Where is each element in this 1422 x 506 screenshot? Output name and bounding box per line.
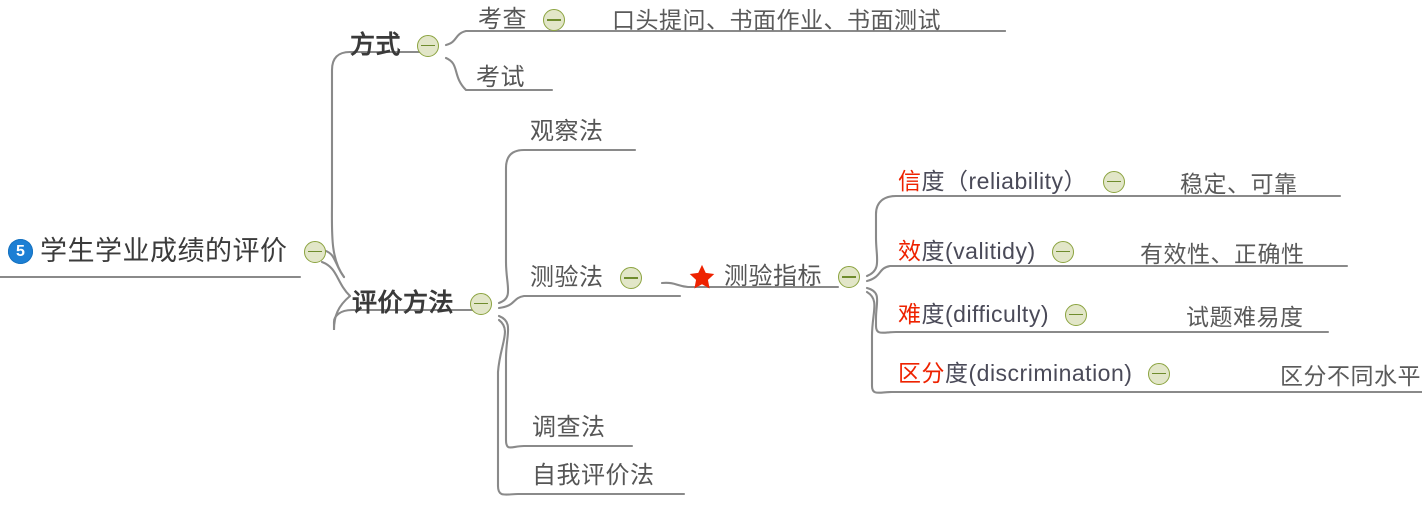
- node-ziwo-pingjiafa[interactable]: 自我评价法: [532, 464, 655, 488]
- node-xiaodu-highlight: 效: [898, 238, 922, 264]
- qufendu-collapse-toggle[interactable]: [1148, 362, 1171, 385]
- wire-pingjia-ceyanfa: [497, 294, 682, 310]
- node-xindu-label: 信度（reliability）: [898, 170, 1087, 193]
- node-qufendu-rest: 度(discrimination): [945, 360, 1133, 386]
- node-xindu-rest: 度（reliability）: [921, 168, 1087, 194]
- node-kaocha-detail-label: 口头提问、书面作业、书面测试: [612, 7, 941, 33]
- node-xiaodu-detail-label: 有效性、正确性: [1140, 241, 1305, 267]
- node-ziwo-pingjiafa-label: 自我评价法: [532, 462, 655, 489]
- node-qufendu[interactable]: 区分度(discrimination): [898, 362, 1171, 385]
- node-xiaodu[interactable]: 效度(valitidy): [898, 240, 1074, 263]
- node-qufendu-detail[interactable]: 区分不同水平: [1280, 365, 1421, 388]
- root-collapse-toggle[interactable]: [303, 240, 326, 263]
- ceyan-zhibiao-collapse-toggle[interactable]: [838, 266, 860, 288]
- node-nandu-detail[interactable]: 试题难易度: [1186, 306, 1304, 329]
- wire-zhibiao-xiaodu: [865, 264, 1349, 283]
- node-xiaodu-label: 效度(valitidy): [898, 240, 1036, 263]
- node-nandu[interactable]: 难度(difficulty): [898, 303, 1087, 326]
- node-ceyanfa[interactable]: 测验法: [530, 266, 642, 290]
- fangshi-collapse-toggle[interactable]: [417, 34, 440, 57]
- node-qufendu-label: 区分度(discrimination): [898, 362, 1132, 385]
- red-star-icon: [689, 264, 715, 289]
- branch-fangshi[interactable]: 方式: [350, 31, 440, 59]
- wire-to-fangshi: [330, 50, 428, 279]
- node-xindu-detail[interactable]: 稳定、可靠: [1180, 173, 1298, 196]
- node-ceyan-zhibiao-label: 测验指标: [724, 263, 822, 290]
- node-nandu-rest: 度(difficulty): [921, 301, 1049, 327]
- wire-fangshi-kaocha: [444, 29, 1007, 47]
- node-xindu[interactable]: 信度（reliability）: [898, 170, 1125, 193]
- root-node[interactable]: 5 学生学业成绩的评价: [8, 238, 326, 265]
- xindu-collapse-toggle[interactable]: [1102, 170, 1125, 193]
- kaocha-collapse-toggle[interactable]: [543, 9, 565, 31]
- node-ceyanfa-label: 测验法: [530, 264, 604, 291]
- node-kaocha-detail[interactable]: 口头提问、书面作业、书面测试: [612, 9, 941, 32]
- circled-number-icon: 5: [8, 239, 33, 264]
- node-guanchafa-label: 观察法: [530, 118, 604, 145]
- node-nandu-highlight: 难: [898, 301, 922, 327]
- node-kaocha[interactable]: 考查: [478, 8, 565, 32]
- node-xindu-highlight: 信: [898, 168, 922, 194]
- ceyanfa-collapse-toggle[interactable]: [619, 267, 642, 289]
- node-nandu-detail-label: 试题难易度: [1186, 304, 1304, 330]
- node-diaochafa-label: 调查法: [532, 414, 606, 441]
- branch-pingjia-fangfa-label: 评价方法: [352, 289, 455, 317]
- node-guanchafa[interactable]: 观察法: [530, 120, 604, 144]
- node-ceyan-zhibiao[interactable]: 测验指标: [688, 263, 860, 291]
- xiaodu-collapse-toggle[interactable]: [1051, 240, 1074, 263]
- wire-root-down: [320, 260, 352, 298]
- root-label: 学生学业成绩的评价: [40, 236, 288, 266]
- nandu-collapse-toggle[interactable]: [1065, 303, 1087, 326]
- node-kaoshi-label: 考试: [476, 64, 525, 91]
- node-qufendu-highlight: 区分: [898, 360, 945, 386]
- branch-fangshi-label: 方式: [350, 31, 402, 59]
- node-nandu-label: 难度(difficulty): [898, 303, 1049, 326]
- node-xindu-detail-label: 稳定、可靠: [1180, 171, 1298, 197]
- branch-pingjia-fangfa[interactable]: 评价方法: [352, 289, 493, 317]
- node-kaocha-label: 考查: [478, 6, 527, 33]
- node-kaoshi[interactable]: 考试: [476, 66, 525, 90]
- node-xiaodu-rest: 度(valitidy): [921, 238, 1036, 264]
- node-xiaodu-detail[interactable]: 有效性、正确性: [1140, 243, 1305, 266]
- node-diaochafa[interactable]: 调查法: [532, 416, 606, 440]
- pingjia-fangfa-collapse-toggle[interactable]: [470, 292, 493, 315]
- node-qufendu-detail-label: 区分不同水平: [1280, 363, 1421, 389]
